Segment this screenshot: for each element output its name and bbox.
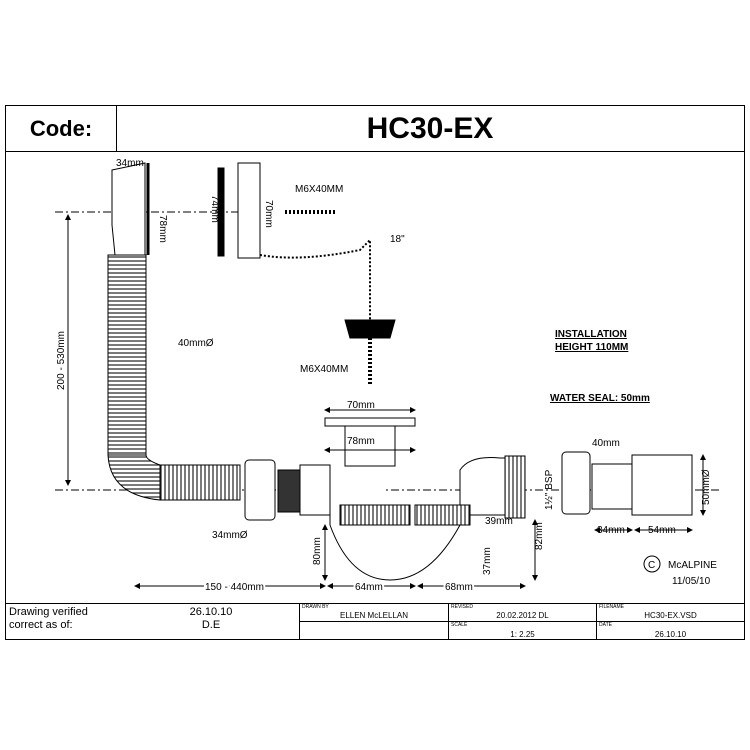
date-label: DATE (599, 622, 612, 628)
drawing-frame: Code: HC30-EX Drawing verified correct a… (5, 105, 745, 640)
overflow-head (111, 162, 146, 256)
verified-label-2: correct as of: (9, 619, 73, 631)
dim-screw-top: M6X40MM (295, 184, 343, 195)
dim-hose-dia-lower: 34mmØ (212, 530, 248, 541)
title-block: Drawing verified correct as of: 26.10.10… (6, 603, 744, 640)
note-installation-1: INSTALLATION (555, 329, 627, 340)
thread (504, 455, 526, 519)
verified-by: D.E (201, 619, 221, 631)
dim-waste-width: 34mm (116, 158, 144, 169)
dim-trap-37: 37mm (482, 547, 493, 575)
stopper (344, 319, 396, 339)
dim-outlet-70: 70mm (347, 400, 375, 411)
outlet-flange (324, 417, 416, 427)
drawn-by-cell: DRAWN BY ELLEN McLELLAN (299, 604, 448, 640)
flexible-hose-vertical (107, 254, 147, 456)
adapter-50mm (631, 454, 693, 516)
plug-seal (217, 167, 225, 257)
scale-value: 1: 2.25 (510, 630, 535, 639)
dim-trap-68: 68mm (445, 582, 473, 593)
verified-label-1: Drawing verified (9, 606, 88, 618)
note-water-seal: WATER SEAL: 50mm (550, 393, 650, 404)
filename-cell: FILENAME HC30-EX.VSD DATE 26.10.10 (596, 604, 744, 640)
brand-date: 11/05/10 (672, 576, 711, 587)
brand-name: McALPINE (668, 560, 717, 571)
dim-plug-outer: 74mm (209, 195, 220, 223)
dim-adapter-40: 40mm (592, 438, 620, 449)
header-row: Code: HC30-EX (6, 106, 744, 152)
chain (259, 237, 371, 320)
dim-waste-height: 78mm (157, 215, 168, 243)
dim-trap-64: 64mm (355, 582, 383, 593)
dim-adapter-34: 34mm (597, 525, 625, 536)
dim-trap-39: 39mm (485, 516, 513, 527)
dim-bsp: 1½" BSP (544, 469, 555, 510)
flexible-hose-horizontal (159, 464, 241, 501)
filename-value: HC30-EX.VSD (644, 611, 697, 620)
product-code: HC30-EX (366, 111, 494, 145)
copyright-circle (643, 555, 661, 573)
dim-screw-mid: M6X40MM (300, 364, 348, 375)
dim-hose-dia: 40mmØ (178, 338, 214, 349)
copyright-symbol: C (648, 560, 655, 571)
dim-adapter-54: 54mm (648, 525, 676, 536)
plug-body (237, 162, 261, 259)
dim-plug-inner: 70mm (263, 200, 274, 228)
union-nut (244, 459, 276, 521)
revised-label: REVISED (451, 604, 473, 610)
dim-trap-80: 80mm (312, 537, 323, 565)
date-value: 26.10.10 (654, 630, 687, 639)
verified-cell: Drawing verified correct as of: 26.10.10… (6, 604, 299, 640)
union-nut-outlet (561, 451, 591, 515)
revised-cell: REVISED 20.02.2012 DL SCALE 1: 2.25 (448, 604, 596, 640)
washer (277, 469, 301, 513)
dim-trap-82: 82mm (534, 522, 545, 550)
drawn-by-label: DRAWN BY (302, 604, 329, 610)
dim-chain-angle: 18" (390, 234, 405, 245)
code-label: Code: (6, 106, 117, 151)
dim-hose-range: 200 - 530mm (56, 331, 67, 390)
dim-outlet-78: 78mm (347, 436, 375, 447)
note-installation-2: HEIGHT 110MM (555, 342, 628, 353)
drawn-by-value: ELLEN McLELLAN (339, 611, 409, 620)
revised-value: 20.02.2012 DL (496, 611, 549, 620)
filename-label: FILENAME (599, 604, 625, 610)
dim-horizontal-range: 150 - 440mm (205, 582, 264, 593)
hose-bend (107, 454, 161, 501)
dim-adapter-50: 50mmØ (701, 469, 712, 505)
adapter-40mm (591, 463, 633, 510)
verified-date: 26.10.10 (189, 606, 233, 618)
scale-label: SCALE (451, 622, 468, 628)
